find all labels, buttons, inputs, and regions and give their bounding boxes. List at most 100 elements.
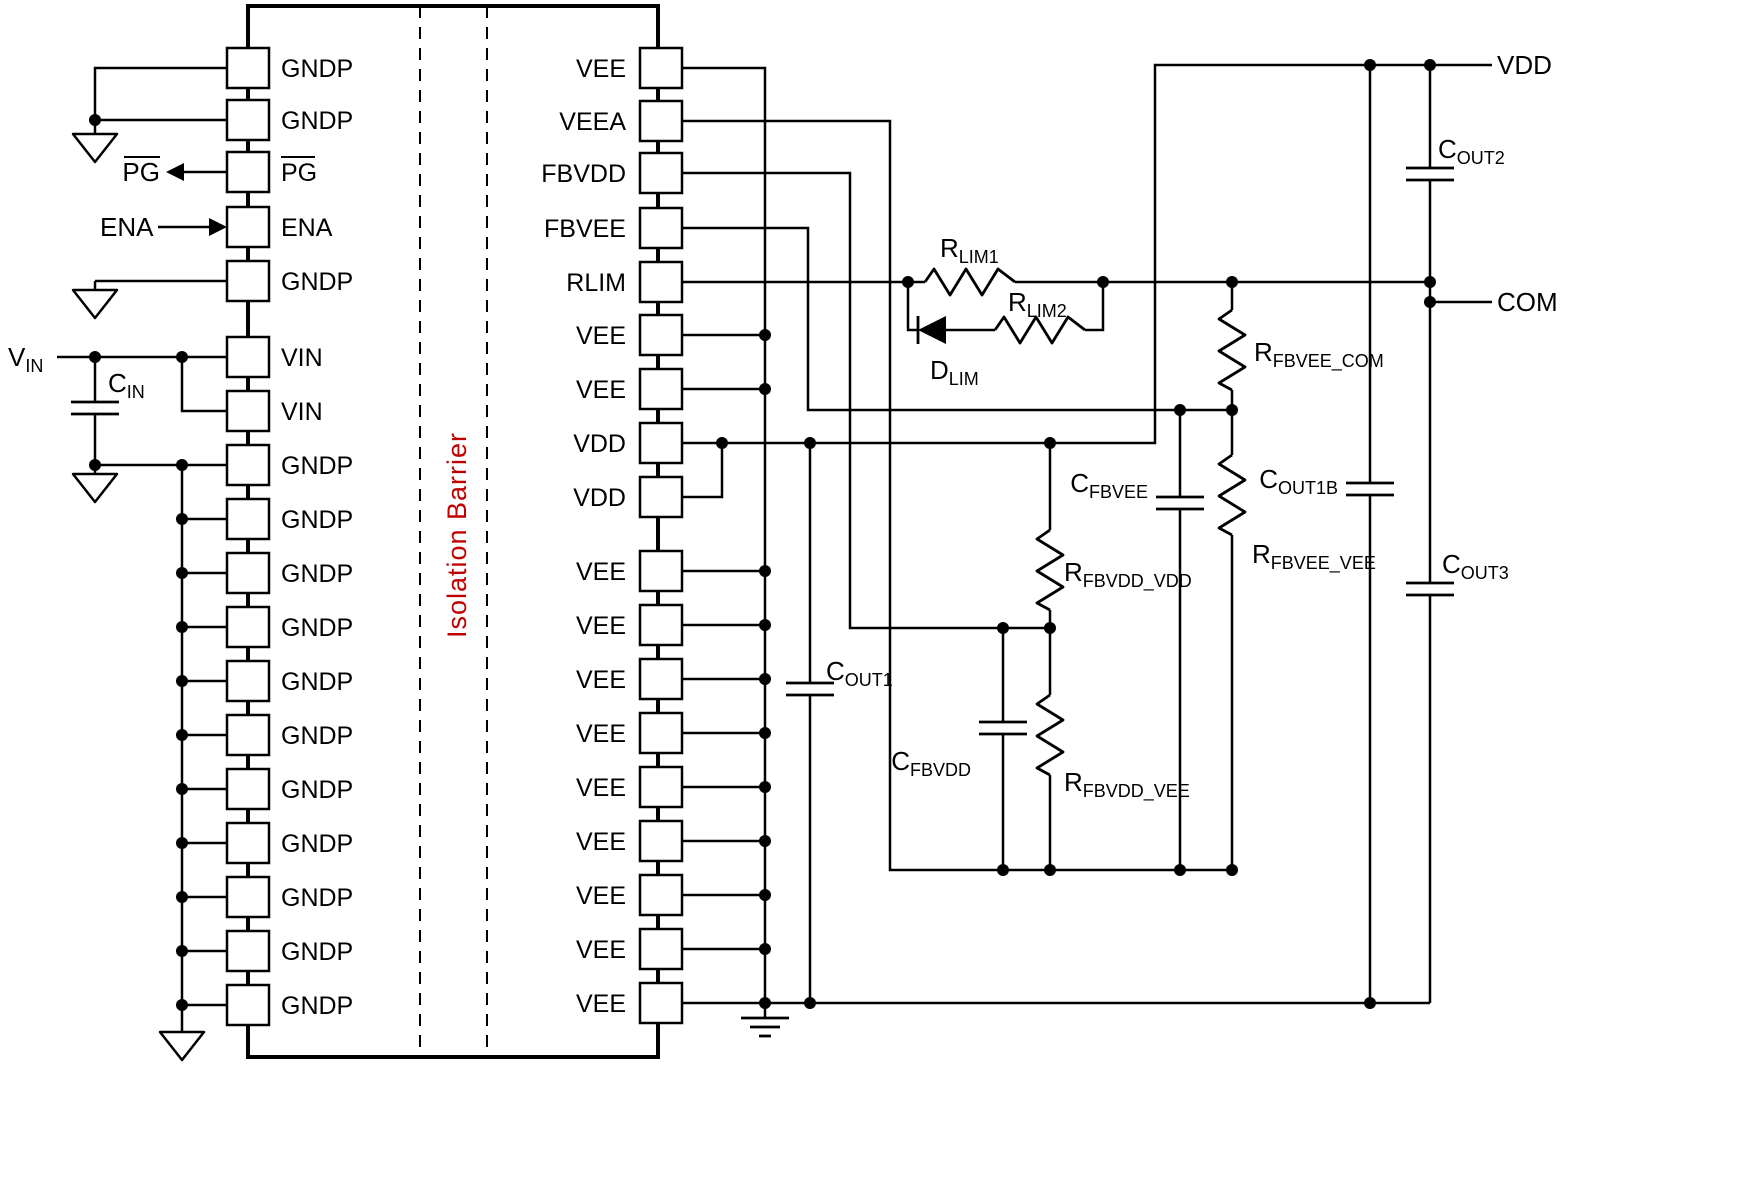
label-rfbvdd-vdd: RFBVDD_VDD (1064, 557, 1192, 592)
pin-label: VEE (576, 720, 626, 748)
label-cfbvdd: CFBVDD (891, 746, 971, 780)
wire-vin2 (180, 357, 227, 413)
capacitor-cout1b (1346, 65, 1394, 1003)
pin-label: GNDP (281, 830, 353, 858)
pin-right-vee: VEE (576, 657, 684, 701)
pin-box (225, 875, 271, 919)
junction-dots (89, 59, 1436, 1011)
pin-box (638, 206, 684, 250)
pin-label: PG (281, 159, 317, 187)
pin-box (638, 99, 684, 143)
pin-right-fbvdd: FBVDD (541, 151, 684, 195)
pin-box (225, 551, 271, 595)
pin-label: VEE (576, 558, 626, 586)
pin-label: GNDP (281, 506, 353, 534)
capacitor-cin (71, 357, 119, 465)
label-vin: VIN (8, 342, 43, 376)
pin-right-vee: VEE (576, 549, 684, 593)
pin-label: VEEA (559, 108, 626, 136)
pin-right-vee: VEE (576, 313, 684, 357)
pin-left-vin: VIN (225, 389, 323, 433)
pin-box (638, 313, 684, 357)
pin-label: VIN (281, 344, 323, 372)
pin-box (638, 711, 684, 755)
pin-box (225, 443, 271, 487)
pin-box (225, 205, 271, 249)
pin-left-gndp: GNDP (225, 443, 353, 487)
pin-box (225, 46, 271, 90)
pin-left-gndp: GNDP (225, 98, 353, 142)
pin-left-gndp: GNDP (225, 497, 353, 541)
label-cout3: COUT3 (1442, 549, 1509, 583)
ground-symbol (71, 472, 119, 504)
pin-box (638, 927, 684, 971)
label-cout2: COUT2 (1438, 134, 1505, 168)
pin-left-gndp: GNDP (225, 983, 353, 1027)
pin-box (638, 765, 684, 809)
secondary-side-wires (682, 63, 1492, 1018)
capacitor-cfbvee (1156, 410, 1204, 870)
zigzag (1217, 308, 1247, 392)
pin-right-vee: VEE (576, 927, 684, 971)
ground-symbol (158, 1030, 206, 1062)
pin-label: VEE (576, 376, 626, 404)
pin-label: VEE (576, 322, 626, 350)
pin-box (638, 819, 684, 863)
label-pg-external: PG (122, 157, 160, 187)
pin-box (638, 421, 684, 465)
pin-box (638, 46, 684, 90)
pin-label: VIN (281, 398, 323, 426)
pin-right-vdd: VDD (573, 421, 684, 465)
isolation-barrier-label: Isolation Barrier (442, 432, 472, 638)
ground-symbol (71, 288, 119, 320)
pin-right-rlim: RLIM (566, 260, 684, 304)
pin-box (638, 657, 684, 701)
pin-left-gndp: GNDP (225, 875, 353, 919)
wire-veea (682, 119, 1232, 872)
pin-left-vin: VIN (225, 335, 323, 379)
label-rfbvee-com: RFBVEE_COM (1254, 337, 1384, 372)
label-ena-external: ENA (100, 212, 154, 242)
pin-box (225, 767, 271, 811)
wire-vee-bus (682, 66, 767, 1018)
pin-label: VDD (573, 484, 626, 512)
zigzag (1217, 453, 1247, 537)
pin-box (638, 151, 684, 195)
pin-box (638, 981, 684, 1025)
pin-label: GNDP (281, 722, 353, 750)
resistor-rlim2 (993, 282, 1105, 345)
label-cfbvee: CFBVEE (1070, 468, 1148, 502)
pin-label: GNDP (281, 560, 353, 588)
pin-right-vee: VEE (576, 367, 684, 411)
ic-body: Isolation Barrier (246, 4, 660, 1059)
pin-label: GNDP (281, 776, 353, 804)
pin-right-vee: VEE (576, 765, 684, 809)
pin-box (225, 605, 271, 649)
pin-label: VEE (576, 612, 626, 640)
ic-right-pins: VEE VEEA FBVDD FBVEE RLIM VEE VEE VDD VD… (541, 46, 684, 1025)
pin-label: VEE (576, 774, 626, 802)
pin-box (225, 98, 271, 142)
label-com: COM (1497, 287, 1558, 317)
pin-left-gndp: GNDP (225, 929, 353, 973)
wire-fbvdd (682, 171, 1050, 630)
capacitor-cfbvdd (979, 628, 1027, 870)
label-dlim: DLIM (930, 355, 979, 389)
pin-box (638, 260, 684, 304)
pin-box (638, 549, 684, 593)
pg-arrow (166, 163, 227, 181)
pin-label: VDD (573, 430, 626, 458)
pin-left-gndp: GNDP (225, 605, 353, 649)
pin-box (225, 929, 271, 973)
pin-box (225, 150, 271, 194)
label-cout1: COUT1 (826, 656, 893, 690)
pin-label: VEE (576, 882, 626, 910)
pin-label: GNDP (281, 452, 353, 480)
pin-label: VEE (576, 666, 626, 694)
zigzag (1035, 693, 1065, 777)
resistor-rfbvee-com (1217, 282, 1247, 410)
ground-symbol-vee (741, 1016, 789, 1038)
dlim-lead-left (906, 282, 918, 332)
pin-left-gndp: GNDP (225, 259, 353, 303)
